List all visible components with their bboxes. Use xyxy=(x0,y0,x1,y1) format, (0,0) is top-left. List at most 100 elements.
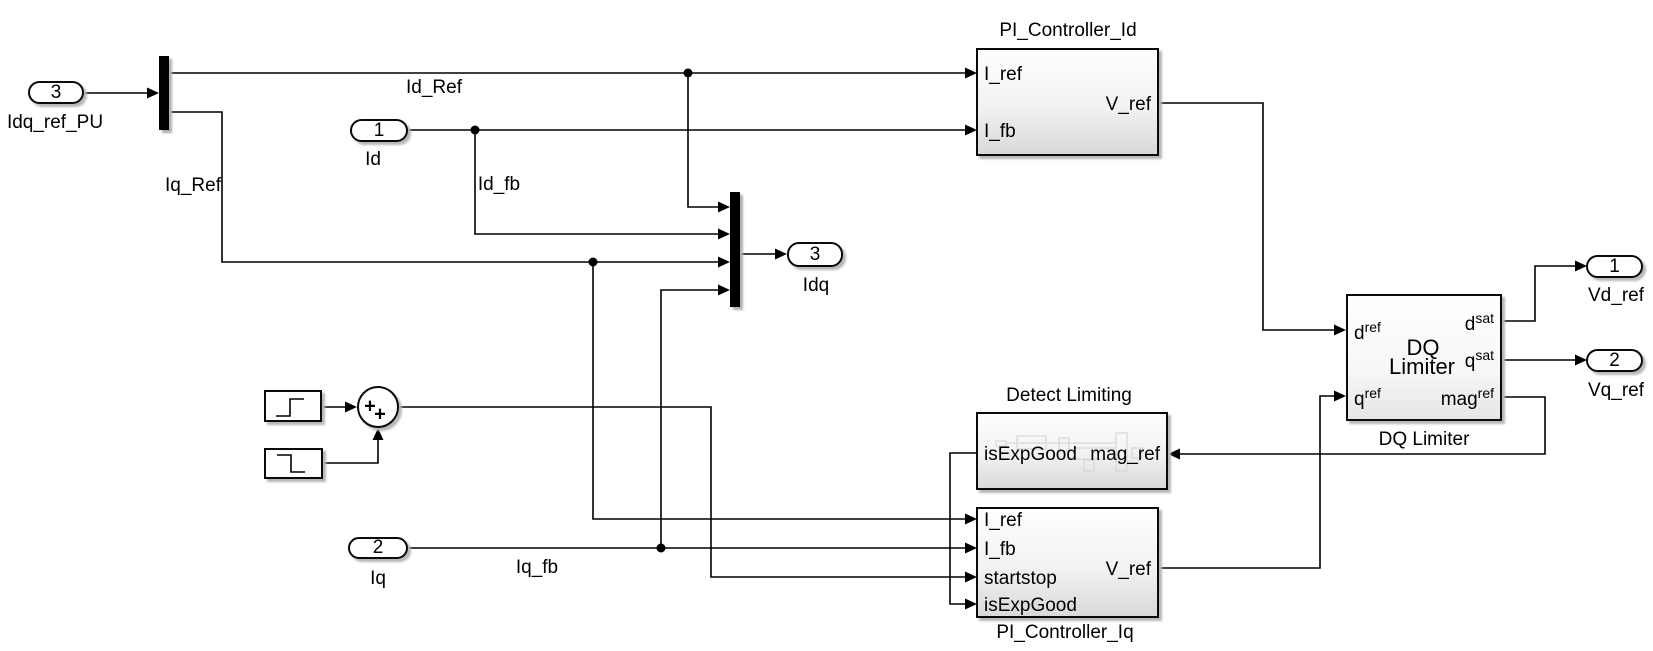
port-label-q-ref: qref xyxy=(1354,385,1381,411)
outport-label-vd-ref: Vd_ref xyxy=(1588,285,1644,306)
wire-id-ref-branch-to-mux[interactable] xyxy=(687,73,719,208)
arrowhead-dq-dref xyxy=(1334,324,1346,336)
outport-number: 2 xyxy=(1609,349,1620,371)
arrowhead-detect-magref xyxy=(1168,448,1180,460)
arrowhead-sum-left xyxy=(345,401,357,413)
dq-limiter-name-line1: DQ xyxy=(1406,335,1440,360)
outport-number: 3 xyxy=(809,243,821,265)
wire-pi-iq-vref-to-qref[interactable] xyxy=(1159,395,1335,569)
step-source-up-block[interactable] xyxy=(264,390,322,422)
port-sup-text: ref xyxy=(1364,385,1381,401)
port-base-text: d xyxy=(1464,314,1476,335)
port-label-mag-ref: mag_ref xyxy=(1090,444,1160,465)
outport-vq-ref[interactable]: 2 xyxy=(1586,349,1643,372)
dq-limiter-block[interactable]: DQ Limiter dref qref dsat qsat magref xyxy=(1346,294,1502,421)
arrowhead-mux-in4 xyxy=(718,284,730,296)
arrowhead-vq-ref-outport xyxy=(1575,354,1587,366)
port-label-v-ref: V_ref xyxy=(1105,94,1151,115)
port-sup-text: ref xyxy=(1477,385,1494,401)
step-down-icon xyxy=(277,454,305,473)
inport-number: 1 xyxy=(373,119,385,141)
arrowhead-mux-in2 xyxy=(718,228,730,240)
wire-pi-id-vref-to-dref[interactable] xyxy=(1159,102,1335,331)
wire-sum-to-startstop[interactable] xyxy=(399,406,966,578)
arrowhead-dq-qref xyxy=(1334,390,1346,402)
signal-label-iq-ref: Iq_Ref xyxy=(165,175,221,196)
step-up-icon xyxy=(276,398,304,417)
port-base-text: d xyxy=(1354,323,1365,344)
sum-plus-sign: + xyxy=(364,395,376,418)
wire-iq-ref-branch-to-pi-iq[interactable] xyxy=(592,262,966,520)
arrowhead-mux-in1 xyxy=(718,201,730,213)
port-base-text: q xyxy=(1354,389,1365,410)
port-label-v-ref: V_ref xyxy=(1105,559,1151,580)
demux-bar[interactable] xyxy=(159,56,169,130)
inport-id[interactable]: 1 xyxy=(350,119,408,142)
inport-label-id: Id xyxy=(365,149,381,170)
signal-label-iq-fb: Iq_fb xyxy=(515,557,559,578)
port-label-i-fb: I_fb xyxy=(984,121,1016,142)
arrowhead-pi-id-ifb xyxy=(965,124,977,136)
block-title-dq-limiter: DQ Limiter xyxy=(1378,429,1470,450)
arrowhead-pi-iq-isexpgood xyxy=(965,598,977,610)
outport-idq[interactable]: 3 xyxy=(787,242,843,267)
detect-limiting-block[interactable]: isExpGood mag_ref xyxy=(976,412,1168,490)
arrowhead-pi-id-iref xyxy=(965,67,977,79)
branch-junction-dot xyxy=(656,543,666,553)
arrowhead-pi-iq-startstop xyxy=(965,571,977,583)
inport-label-iq: Iq xyxy=(370,568,386,589)
port-label-isexpgood: isExpGood xyxy=(984,444,1077,465)
branch-junction-dot xyxy=(683,68,693,78)
port-label-mag-ref: magref xyxy=(1441,385,1494,411)
wire-magref-feedback[interactable] xyxy=(1180,396,1546,455)
branch-junction-dot xyxy=(588,257,598,267)
port-label-d-ref: dref xyxy=(1354,319,1381,345)
port-label-i-ref: I_ref xyxy=(984,510,1023,531)
port-label-i-ref: I_ref xyxy=(984,64,1023,85)
inport-iq[interactable]: 2 xyxy=(348,537,408,559)
step-source-down-block[interactable] xyxy=(264,448,323,479)
wire-isexpgood[interactable] xyxy=(949,452,977,605)
arrowhead-pi-iq-iref xyxy=(965,513,977,525)
port-sup-text: sat xyxy=(1475,347,1494,363)
arrowhead-mux-in3 xyxy=(718,256,730,268)
block-title-pi-controller-iq: PI_Controller_Iq xyxy=(996,622,1134,643)
outport-label-vq-ref: Vq_ref xyxy=(1588,380,1644,401)
port-sup-text: ref xyxy=(1364,319,1381,335)
arrowhead-idq-outport xyxy=(775,248,787,260)
dq-limiter-name-line2: Limiter xyxy=(1388,354,1456,379)
block-title-detect-limiting: Detect Limiting xyxy=(1006,385,1132,406)
port-label-d-sat: dsat xyxy=(1464,310,1494,336)
pi-controller-iq-block[interactable]: I_ref I_fb startstop isExpGood V_ref xyxy=(976,507,1159,618)
wire-dsat-to-vd-ref[interactable] xyxy=(1502,265,1576,322)
port-label-startstop: startstop xyxy=(984,568,1057,589)
outport-label-idq: Idq xyxy=(802,275,830,296)
port-label-isexpgood: isExpGood xyxy=(984,595,1077,616)
port-label-i-fb: I_fb xyxy=(984,539,1016,560)
sum-block[interactable]: + + xyxy=(357,386,399,428)
wire-iq-fb-branch-to-mux[interactable] xyxy=(660,289,719,548)
wire-iq-ref[interactable] xyxy=(171,111,719,263)
inport-number: 2 xyxy=(372,537,384,558)
signal-label-id-fb: Id_fb xyxy=(477,174,521,195)
outport-number: 1 xyxy=(1609,255,1620,277)
inport-idq-ref-pu[interactable]: 3 xyxy=(28,81,84,104)
arrowhead-pi-iq-ifb xyxy=(965,542,977,554)
port-sup-text: sat xyxy=(1475,310,1494,326)
mux-bar[interactable] xyxy=(730,192,740,307)
block-title-pi-controller-id: PI_Controller_Id xyxy=(999,20,1137,41)
arrowhead-demux-in xyxy=(147,87,159,99)
outport-vd-ref[interactable]: 1 xyxy=(1586,255,1643,278)
wire-id-fb-branch-to-mux[interactable] xyxy=(474,130,719,235)
branch-junction-dot xyxy=(470,125,480,135)
port-base-text: q xyxy=(1464,351,1476,372)
arrowhead-vd-ref-outport xyxy=(1575,260,1587,272)
port-label-q-sat: qsat xyxy=(1464,347,1494,373)
subsystem-preview-sketch xyxy=(995,432,1143,472)
wire-step2-to-sum[interactable] xyxy=(323,440,379,464)
inport-number: 3 xyxy=(50,81,62,103)
signal-label-id-ref: Id_Ref xyxy=(406,77,462,98)
pi-controller-id-block[interactable]: I_ref I_fb V_ref xyxy=(976,48,1159,156)
